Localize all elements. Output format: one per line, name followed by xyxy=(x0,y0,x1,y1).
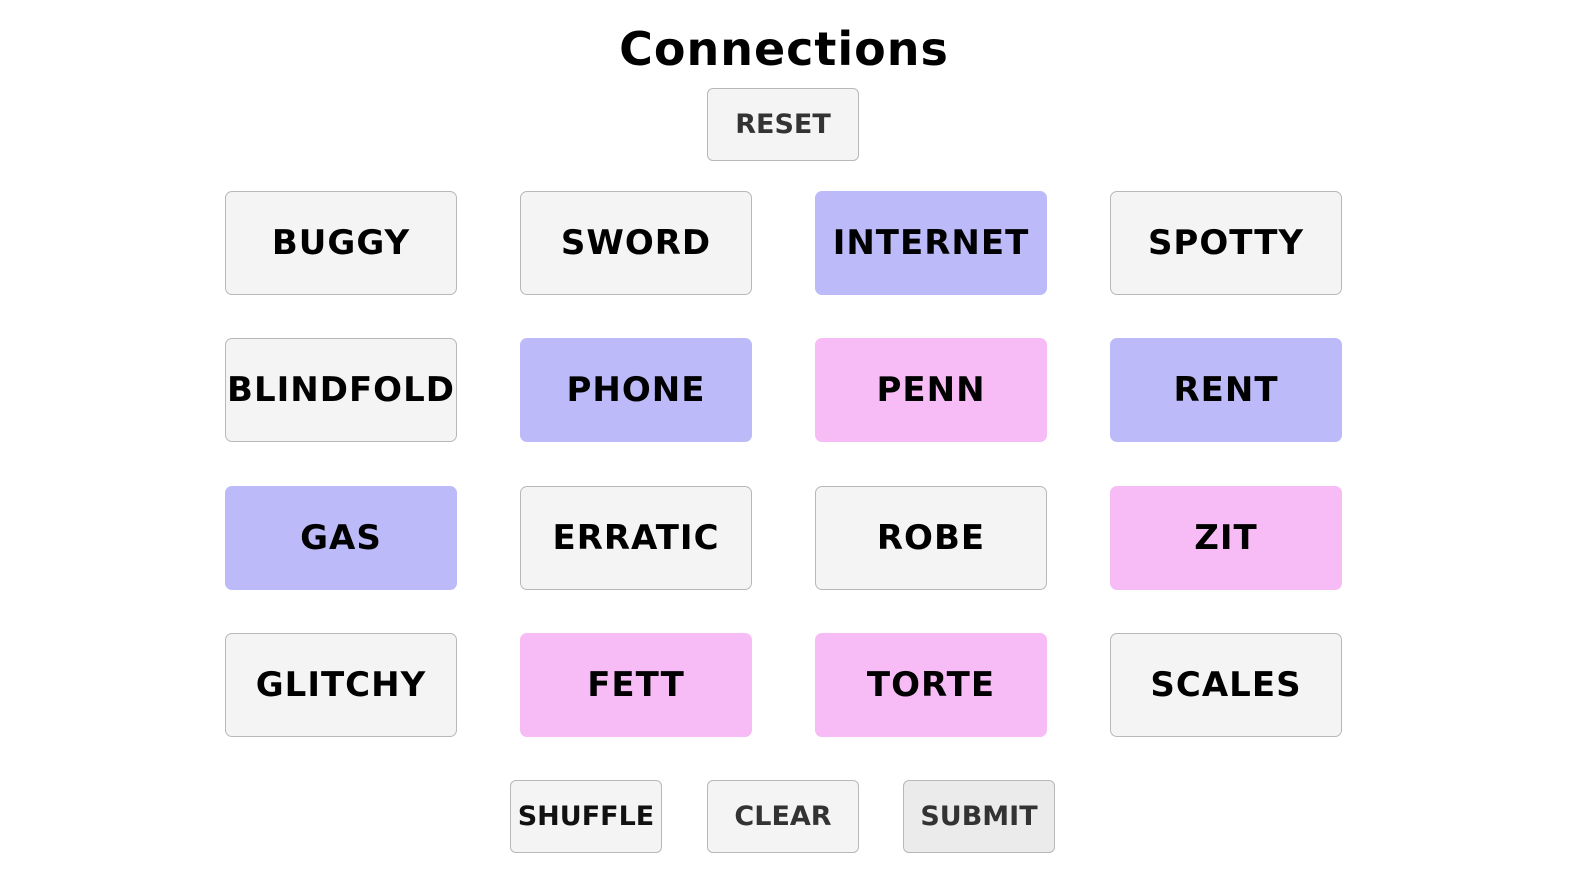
word-tile[interactable]: RENT xyxy=(1110,338,1342,442)
shuffle-button[interactable]: SHUFFLE xyxy=(510,780,662,853)
word-tile[interactable]: BLINDFOLD xyxy=(225,338,457,442)
word-tile[interactable]: GLITCHY xyxy=(225,633,457,737)
word-tile[interactable]: SCALES xyxy=(1110,633,1342,737)
word-tile[interactable]: SWORD xyxy=(520,191,752,295)
word-tile[interactable]: PHONE xyxy=(520,338,752,442)
word-tile[interactable]: PENN xyxy=(815,338,1047,442)
word-tile[interactable]: FETT xyxy=(520,633,752,737)
reset-button[interactable]: RESET xyxy=(707,88,859,161)
submit-button[interactable]: SUBMIT xyxy=(903,780,1055,853)
page-title: Connections xyxy=(619,22,949,76)
word-tile[interactable]: ZIT xyxy=(1110,486,1342,590)
word-tile[interactable]: GAS xyxy=(225,486,457,590)
word-tile[interactable]: ERRATIC xyxy=(520,486,752,590)
word-tile[interactable]: TORTE xyxy=(815,633,1047,737)
word-tile[interactable]: BUGGY xyxy=(225,191,457,295)
word-tile[interactable]: ROBE xyxy=(815,486,1047,590)
word-tile[interactable]: INTERNET xyxy=(815,191,1047,295)
clear-button[interactable]: CLEAR xyxy=(707,780,859,853)
word-tile[interactable]: SPOTTY xyxy=(1110,191,1342,295)
